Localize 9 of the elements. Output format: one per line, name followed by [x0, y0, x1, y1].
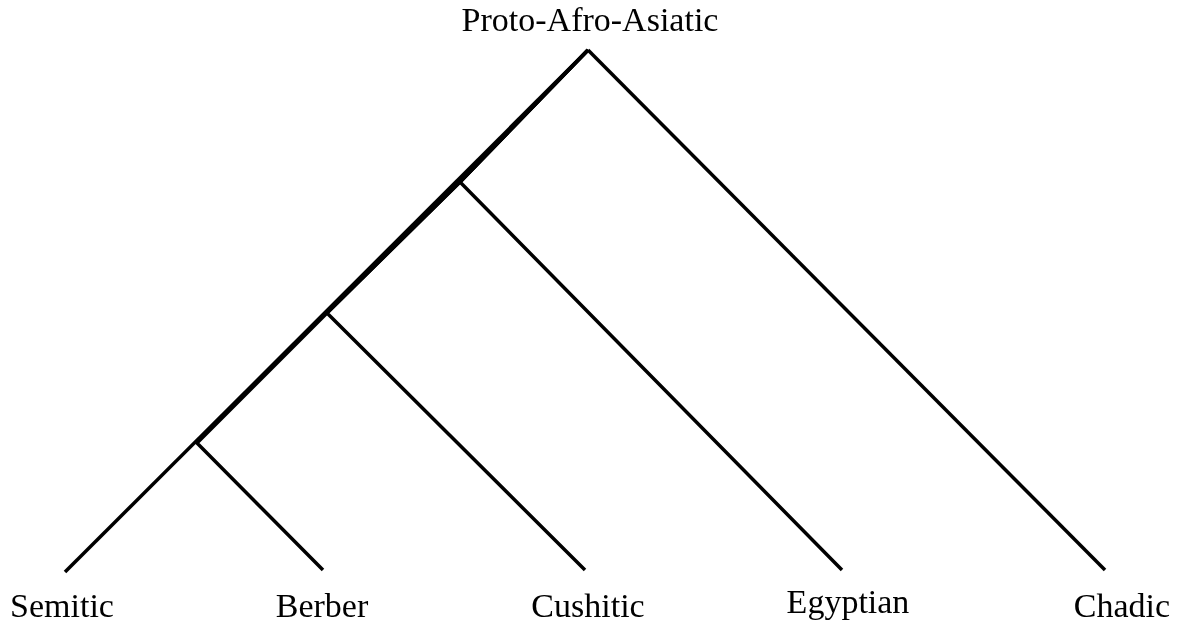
language-label: Chadic: [1073, 586, 1171, 626]
language-label: Berber: [275, 586, 369, 626]
tree-branch-line: [586, 48, 1107, 572]
language-label: Egyptian: [786, 582, 910, 622]
tree-branch-line: [457, 48, 844, 572]
language-label: Semitic: [10, 586, 114, 626]
language-label: Proto-Afro-Asiatic: [461, 0, 719, 40]
tree-branch-line: [63, 48, 590, 574]
language-label: Cushitic: [531, 586, 645, 626]
